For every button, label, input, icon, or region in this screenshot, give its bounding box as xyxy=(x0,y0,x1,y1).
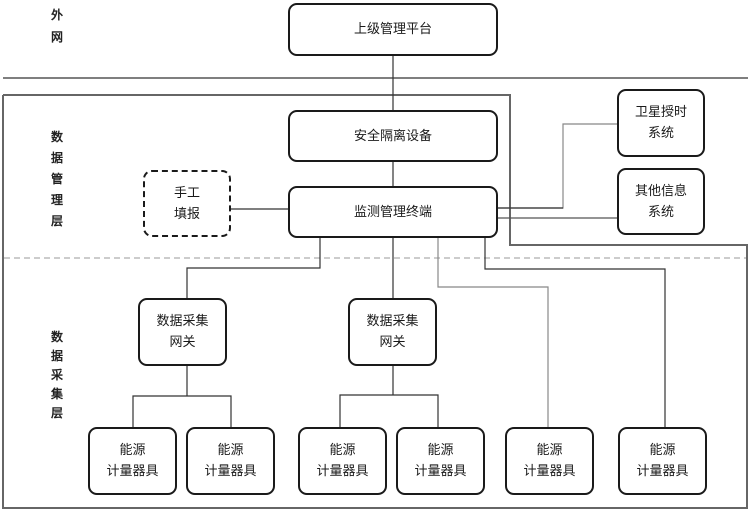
link-terminal-meter6 xyxy=(484,238,666,427)
intranet-boundary xyxy=(2,94,748,509)
layer-label-char: 层 xyxy=(50,214,63,228)
node-meter-1: 能源 计量器具 xyxy=(88,427,177,495)
layer-label-char: 层 xyxy=(50,406,63,420)
node-label: 计量器具 xyxy=(414,464,467,479)
link-terminal-satellite xyxy=(498,123,617,209)
layer-label-external: 外 网 xyxy=(49,4,65,48)
node-gateway-2: 数据采集 网关 xyxy=(348,298,437,366)
node-label: 计量器具 xyxy=(204,464,257,479)
node-label: 监测管理终端 xyxy=(353,204,432,220)
link-terminal-meter5 xyxy=(437,238,549,427)
layer-label-char: 数 xyxy=(50,330,63,344)
node-label: 计量器具 xyxy=(106,464,159,479)
node-label: 能源 xyxy=(217,443,244,458)
node-label: 能源 xyxy=(649,443,676,458)
link-gateway2-meters xyxy=(339,394,439,427)
node-label: 网关 xyxy=(379,335,406,350)
layer-label-char: 网 xyxy=(50,30,63,44)
layer-label-char: 理 xyxy=(50,193,63,207)
node-gateway-1: 数据采集 网关 xyxy=(138,298,227,366)
node-label: 能源 xyxy=(329,443,356,458)
node-label: 能源 xyxy=(536,443,563,458)
node-label: 上级管理平台 xyxy=(353,22,432,37)
link-gateway1-meters xyxy=(132,395,232,427)
node-security-isolation: 安全隔离设备 xyxy=(288,110,498,162)
node-label: 计量器具 xyxy=(636,464,689,479)
layer-label-char: 外 xyxy=(50,8,63,22)
layer-label-collection: 数 据 采 集 层 xyxy=(49,328,65,423)
layer-label-char: 据 xyxy=(50,349,63,363)
node-meter-6: 能源 计量器具 xyxy=(618,427,707,495)
node-label: 系统 xyxy=(647,126,674,141)
node-monitoring-terminal: 监测管理终端 xyxy=(288,186,498,238)
node-satellite-timing: 卫星授时 系统 xyxy=(617,89,705,157)
node-label: 能源 xyxy=(119,443,146,458)
layer-label-char: 集 xyxy=(50,387,63,401)
node-label: 计量器具 xyxy=(523,464,576,479)
node-upper-platform: 上级管理平台 xyxy=(288,3,498,56)
node-label: 数据采集 xyxy=(156,314,209,329)
link-terminal-gateway1 xyxy=(186,238,321,300)
node-meter-4: 能源 计量器具 xyxy=(396,427,485,495)
node-manual-entry: 手工 填报 xyxy=(143,170,231,237)
layer-label-char: 数 xyxy=(50,130,63,144)
node-meter-2: 能源 计量器具 xyxy=(186,427,275,495)
node-label: 能源 xyxy=(427,443,454,458)
layer-label-management: 数 据 管 理 层 xyxy=(49,127,65,232)
node-label: 系统 xyxy=(647,204,674,220)
node-label: 计量器具 xyxy=(316,464,369,479)
node-label: 安全隔离设备 xyxy=(353,128,432,144)
node-label: 数据采集 xyxy=(366,314,419,329)
node-meter-3: 能源 计量器具 xyxy=(298,427,387,495)
node-label: 网关 xyxy=(169,335,196,350)
node-label: 其他信息 xyxy=(634,183,687,199)
layer-label-char: 据 xyxy=(50,151,63,165)
node-meter-5: 能源 计量器具 xyxy=(505,427,594,495)
node-label: 卫星授时 xyxy=(634,105,687,120)
layer-label-char: 管 xyxy=(50,172,63,186)
layer-label-char: 采 xyxy=(50,368,63,382)
node-label: 手工 xyxy=(173,185,200,201)
node-other-info: 其他信息 系统 xyxy=(617,168,705,235)
node-label: 填报 xyxy=(173,206,200,222)
